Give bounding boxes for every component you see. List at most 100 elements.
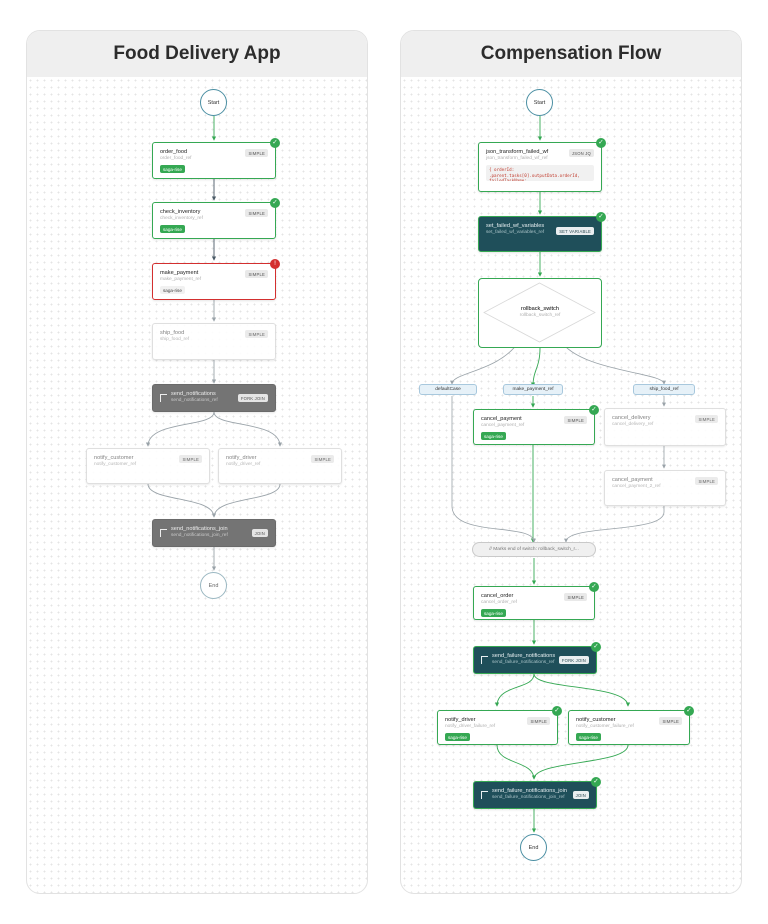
- check-icon: ✓: [596, 212, 606, 222]
- task-type-tag: SIMPLE: [245, 209, 268, 217]
- join-icon: [160, 528, 167, 537]
- task-ref: send_notifications_join_ref: [171, 533, 228, 538]
- task-title: check_inventory: [160, 209, 201, 215]
- check-icon: ✓: [552, 706, 562, 716]
- task-type-tag: JSON JQ: [568, 149, 594, 157]
- task-ref: cancel_payment_ref: [481, 423, 525, 428]
- task-title: notify_customer: [576, 717, 616, 723]
- jq-expression: { orderId: .parent.tasks[0].outputData.o…: [486, 165, 594, 181]
- join-node-send-notifications-join[interactable]: send_notifications_join send_notificatio…: [152, 519, 276, 547]
- task-type-tag: SIMPLE: [245, 330, 268, 338]
- start-node[interactable]: Start: [200, 89, 227, 116]
- task-node-set-failed-wf-variables[interactable]: set_failed_wf_variables set_failed_wf_va…: [478, 212, 606, 252]
- task-node-notify-customer[interactable]: notify_customer notify_customer_failure_…: [568, 706, 694, 745]
- case-label-ship-food: ship_food_ref: [633, 384, 695, 395]
- task-ref: notify_driver_ref: [226, 462, 261, 467]
- task-title: ship_food: [160, 330, 185, 336]
- task-node-cancel-order[interactable]: cancel_order cancel_order_ref saga-rise …: [473, 582, 599, 620]
- fork-node-send-notifications[interactable]: send_notifications send_notifications_re…: [152, 384, 276, 412]
- task-type-tag: SIMPLE: [245, 149, 268, 157]
- task-type-tag: SIMPLE: [527, 717, 550, 725]
- check-icon: ✓: [596, 138, 606, 148]
- check-icon: ✓: [589, 405, 599, 415]
- worker-badge: saga-rise: [576, 733, 601, 741]
- check-icon: ✓: [591, 777, 601, 787]
- task-ref: cancel_delivery_ref: [612, 422, 654, 427]
- task-title: json_transform_failed_wf: [486, 149, 549, 155]
- task-type-tag: FORK JOIN: [558, 656, 589, 664]
- end-node[interactable]: End: [520, 834, 547, 861]
- task-title: make_payment: [160, 270, 199, 276]
- task-node-cancel-delivery[interactable]: cancel_delivery cancel_delivery_ref SIMP…: [604, 408, 726, 446]
- worker-badge: saga-rise: [160, 165, 185, 173]
- task-ref: notify_customer_failure_ref: [576, 724, 634, 729]
- task-node-notify-customer[interactable]: notify_customer notify_customer_ref SIMP…: [86, 448, 210, 484]
- task-type-tag: SIMPLE: [695, 415, 718, 423]
- task-title: order_food: [160, 149, 188, 155]
- case-label-default: defaultCase: [419, 384, 477, 395]
- task-node-ship-food[interactable]: ship_food ship_food_ref SIMPLE: [152, 323, 276, 360]
- panel-title: Food Delivery App: [27, 31, 367, 77]
- task-node-notify-driver[interactable]: notify_driver notify_driver_ref SIMPLE: [218, 448, 342, 484]
- worker-badge: saga-rise: [481, 432, 506, 440]
- task-ref: send_notifications_ref: [171, 398, 218, 403]
- task-title: cancel_payment: [612, 477, 653, 483]
- switch-end-marker: // Marks end of switch: rollback_switch_…: [472, 542, 596, 557]
- task-title: cancel_delivery: [612, 415, 651, 421]
- task-ref: notify_customer_ref: [94, 462, 137, 467]
- task-type-tag: SIMPLE: [659, 717, 682, 725]
- task-ref: make_payment_ref: [160, 277, 202, 282]
- task-type-tag: SIMPLE: [564, 416, 587, 424]
- task-node-make-payment[interactable]: make_payment make_payment_ref saga-rise …: [152, 259, 280, 300]
- switch-diamond: [483, 282, 596, 343]
- start-node[interactable]: Start: [526, 89, 553, 116]
- fork-node-send-failure-notifications[interactable]: send_failure_notifications send_failure_…: [473, 642, 601, 674]
- task-node-cancel-payment-2[interactable]: cancel_payment cancel_payment_2_ref SIMP…: [604, 470, 726, 506]
- task-title: send_failure_notifications_join: [492, 788, 567, 794]
- task-ref: check_inventory_ref: [160, 216, 203, 221]
- check-icon: ✓: [270, 198, 280, 208]
- task-ref: cancel_order_ref: [481, 600, 517, 605]
- switch-node-rollback-switch[interactable]: rollback_switch rollback_switch_ref: [478, 278, 602, 348]
- error-icon: !: [270, 259, 280, 269]
- task-type-tag: SIMPLE: [311, 455, 334, 463]
- task-node-notify-driver[interactable]: notify_driver notify_driver_failure_ref …: [437, 706, 562, 745]
- panel-title: Compensation Flow: [401, 31, 741, 77]
- worker-badge: saga-rise: [160, 286, 185, 294]
- task-type-tag: FORK JOIN: [237, 394, 268, 402]
- task-ref: notify_driver_failure_ref: [445, 724, 496, 729]
- fork-icon: [160, 393, 167, 402]
- worker-badge: saga-rise: [445, 733, 470, 741]
- case-label-make-payment: make_payment_ref: [503, 384, 563, 395]
- task-type-tag: JOIN: [572, 791, 589, 799]
- worker-badge: saga-rise: [160, 225, 185, 233]
- task-ref: rollback_switch_ref: [519, 313, 561, 318]
- task-title: notify_customer: [94, 455, 134, 461]
- join-node-send-failure-notifications-join[interactable]: send_failure_notifications_join send_fai…: [473, 777, 601, 809]
- task-title: set_failed_wf_variables: [486, 223, 545, 229]
- task-title: send_notifications: [171, 391, 216, 397]
- task-node-order-food[interactable]: order_food order_food_ref saga-rise SIMP…: [152, 138, 280, 179]
- task-type-tag: JOIN: [251, 529, 268, 537]
- worker-badge: saga-rise: [481, 609, 506, 617]
- task-type-tag: SIMPLE: [564, 593, 587, 601]
- task-title: cancel_payment: [481, 416, 522, 422]
- task-ref: send_failure_notifications_join_ref: [492, 795, 565, 800]
- task-ref: cancel_payment_2_ref: [612, 484, 661, 489]
- check-icon: ✓: [270, 138, 280, 148]
- task-title: send_failure_notifications: [492, 653, 556, 659]
- end-node[interactable]: End: [200, 572, 227, 599]
- task-node-json-transform-failed-wf[interactable]: json_transform_failed_wf json_transform_…: [478, 138, 606, 192]
- check-icon: ✓: [589, 582, 599, 592]
- task-type-tag: SIMPLE: [179, 455, 202, 463]
- task-ref: order_food_ref: [160, 156, 192, 161]
- task-ref: set_failed_wf_variables_ref: [486, 230, 545, 235]
- task-ref: send_failure_notifications_ref: [492, 660, 555, 665]
- task-title: notify_driver: [226, 455, 257, 461]
- fork-icon: [481, 655, 488, 664]
- task-type-tag: SIMPLE: [695, 477, 718, 485]
- task-node-check-inventory[interactable]: check_inventory check_inventory_ref saga…: [152, 198, 280, 239]
- join-icon: [481, 790, 488, 799]
- task-node-cancel-payment[interactable]: cancel_payment cancel_payment_ref saga-r…: [473, 405, 599, 445]
- workflow-canvas[interactable]: [27, 77, 367, 893]
